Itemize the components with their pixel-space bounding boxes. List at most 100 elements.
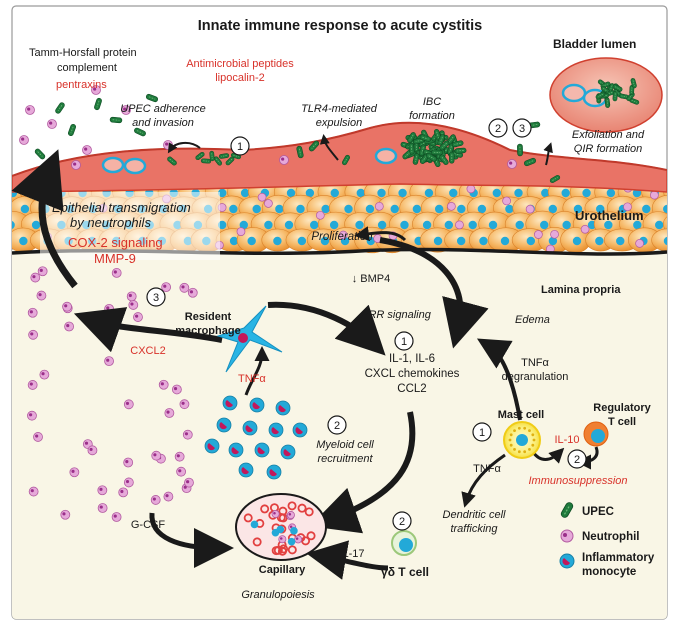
myeloid-label: Myeloid cell xyxy=(316,439,374,451)
edema-label: Edema xyxy=(515,314,550,326)
step-number: 2 xyxy=(399,516,405,528)
neutrophil xyxy=(112,268,121,277)
urothelial-nucleus xyxy=(664,237,672,245)
neutrophil xyxy=(34,432,43,441)
neutrophil-nucleus xyxy=(165,494,168,497)
neutrophil-nucleus xyxy=(32,275,35,278)
ibc-formation-label: formation xyxy=(409,110,455,122)
mast-cell-label: Mast cell xyxy=(498,409,544,421)
neutrophil xyxy=(119,488,128,497)
urothelial-nucleus xyxy=(562,221,570,229)
monocyte xyxy=(290,527,298,535)
neutrophil-nucleus xyxy=(66,324,69,327)
urothelial-nucleus xyxy=(413,205,421,213)
expulsion-label: expulsion xyxy=(316,117,362,129)
urothelial-nucleus xyxy=(489,221,497,229)
neutrophil-nucleus xyxy=(509,162,512,165)
neutrophil xyxy=(151,495,160,504)
upec-bacterium xyxy=(517,144,522,156)
neutrophil-nucleus xyxy=(99,488,102,491)
neutrophil xyxy=(272,510,279,517)
urothelial-nucleus xyxy=(595,237,603,245)
urothelial-nucleus xyxy=(310,221,318,229)
neutrophil xyxy=(177,467,186,476)
gd-t-cell-label: γδ T cell xyxy=(381,565,429,579)
immunosuppression-label: Immunosuppression xyxy=(528,475,627,487)
transmigration-label-2: by neutrophils xyxy=(70,215,151,230)
neutrophil xyxy=(503,197,511,205)
tlr4-label: TLR4-mediated xyxy=(301,103,378,115)
neutrophil xyxy=(152,451,161,460)
cox2-label: COX-2 signaling xyxy=(68,235,163,250)
ccl2-label: CCL2 xyxy=(397,383,426,395)
vacuole xyxy=(103,158,123,172)
neutrophil-nucleus xyxy=(30,310,33,313)
neutrophil xyxy=(70,468,79,477)
neutrophil-nucleus xyxy=(30,382,33,385)
mast-granule xyxy=(509,439,512,442)
urothelial-cell xyxy=(673,228,679,253)
neutrophil-nucleus xyxy=(114,270,117,273)
regulatory-label: Regulatory xyxy=(593,402,651,414)
lamina-propria-label: Lamina propria xyxy=(541,284,621,296)
mast-granule xyxy=(531,433,534,436)
urothelial-nucleus xyxy=(478,205,486,213)
mast-granule xyxy=(531,444,534,447)
neutrophil xyxy=(31,273,40,282)
il10-label: IL-10 xyxy=(554,434,579,446)
urothelial-nucleus xyxy=(344,205,352,213)
neutrophil-nucleus xyxy=(182,402,185,405)
neutrophil xyxy=(295,536,302,543)
degranulation-label: degranulation xyxy=(502,371,569,383)
resident-label: Resident xyxy=(185,311,232,323)
urothelial-nucleus xyxy=(285,221,293,229)
urothelial-nucleus xyxy=(573,237,581,245)
neutrophil-nucleus xyxy=(273,512,276,515)
urothelial-nucleus xyxy=(377,189,385,197)
neutrophil-nucleus xyxy=(30,332,33,335)
urothelial-nucleus xyxy=(479,237,487,245)
neutrophil xyxy=(48,120,57,129)
neutrophil xyxy=(165,409,174,418)
neutrophil-nucleus xyxy=(129,294,132,297)
step-number: 2 xyxy=(574,454,580,466)
neutrophil-nucleus xyxy=(64,304,67,307)
treg-nucleus xyxy=(591,429,605,443)
step-number: 2 xyxy=(334,420,340,432)
neutrophil-nucleus xyxy=(49,122,52,125)
neutrophil-nucleus xyxy=(84,148,87,151)
neutrophil-nucleus xyxy=(153,453,156,456)
urothelial-nucleus xyxy=(264,221,272,229)
urothelial-nucleus xyxy=(674,221,679,229)
neutrophil xyxy=(172,385,181,394)
neutrophil-nucleus xyxy=(100,506,103,509)
neutrophil xyxy=(526,205,534,213)
urothelial-nucleus xyxy=(378,221,386,229)
neutrophil xyxy=(467,185,475,193)
neutrophil xyxy=(180,283,189,292)
neutrophil-nucleus xyxy=(62,512,65,515)
bmp4-label: ↓ BMP4 xyxy=(352,273,391,285)
neutrophil-nucleus xyxy=(185,432,188,435)
urothelial-nucleus xyxy=(607,189,615,197)
mast-granule xyxy=(518,450,521,453)
neutrophil xyxy=(258,193,266,201)
upec-bacterium xyxy=(201,159,211,164)
neutrophil xyxy=(375,202,383,210)
proliferation-label: Proliferation xyxy=(311,231,372,243)
monocyte xyxy=(272,529,280,537)
urothelial-nucleus xyxy=(331,189,339,197)
vacuole xyxy=(376,149,396,163)
legend-monocyte-label: Inflammatory xyxy=(582,552,655,564)
tamm-horsfall-label: Tamm-Horsfall protein xyxy=(29,47,137,59)
neutrophil xyxy=(455,221,463,229)
neutrophil-nucleus xyxy=(289,513,292,516)
urothelial-nucleus xyxy=(505,205,513,213)
neutrophil xyxy=(508,160,517,169)
ibc-label: IBC xyxy=(423,96,441,108)
neutrophil-nucleus xyxy=(126,402,129,405)
neutrophil xyxy=(183,430,192,439)
neutrophil xyxy=(65,322,74,331)
neutrophil xyxy=(159,380,168,389)
neutrophil xyxy=(279,536,286,543)
